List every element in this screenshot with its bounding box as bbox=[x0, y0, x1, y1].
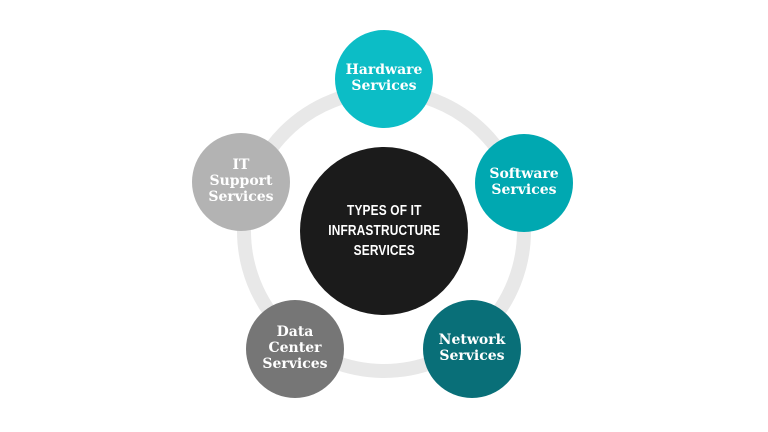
node-network-services-label: Network Services bbox=[438, 332, 506, 364]
node-it-support-services: IT Support Services bbox=[192, 133, 290, 231]
node-software-services: Software Services bbox=[475, 134, 573, 232]
hub-node-types-of-it-infrastructure-services: TYPES OF IT INFRASTRUCTURE SERVICES bbox=[300, 147, 468, 315]
node-hardware-services: Hardware Services bbox=[335, 30, 433, 128]
node-hardware-services-label: Hardware Services bbox=[345, 62, 423, 94]
node-data-center-services-label: Data Center Services bbox=[262, 324, 328, 372]
node-data-center-services: Data Center Services bbox=[246, 300, 344, 398]
hub-node-label: TYPES OF IT INFRASTRUCTURE SERVICES bbox=[328, 203, 440, 259]
node-it-support-services-label: IT Support Services bbox=[208, 157, 274, 205]
node-software-services-label: Software Services bbox=[489, 166, 559, 198]
node-network-services: Network Services bbox=[423, 300, 521, 398]
